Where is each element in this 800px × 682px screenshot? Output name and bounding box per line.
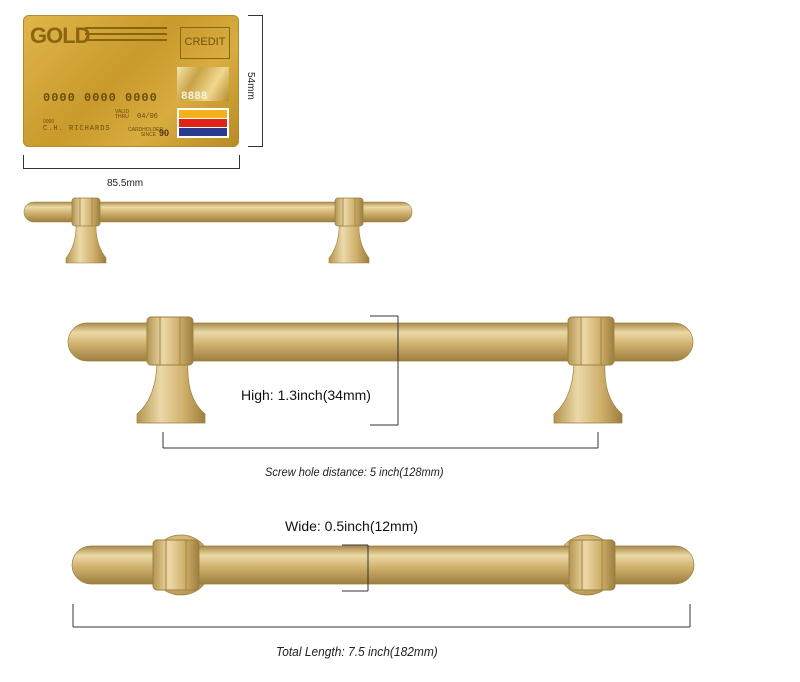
card-flag-logo bbox=[177, 108, 229, 138]
height-bracket bbox=[370, 315, 399, 426]
card-width-bracket-line bbox=[23, 168, 240, 169]
top-handle-clamp-right bbox=[568, 539, 616, 591]
card-type-label: CREDIT bbox=[180, 27, 230, 59]
total-length-label: Total Length: 7.5 inch(182mm) bbox=[276, 644, 438, 659]
card-width-bracket-left bbox=[23, 155, 24, 169]
side-handle-clamp-right bbox=[567, 316, 615, 366]
total-length-bracket bbox=[72, 604, 691, 628]
small-handle-clamp-left bbox=[71, 197, 101, 227]
side-handle-post-right bbox=[553, 361, 623, 424]
wide-bracket bbox=[342, 544, 369, 592]
wide-label: Wide: 0.5inch(12mm) bbox=[285, 518, 419, 534]
card-width-bracket-right bbox=[239, 155, 240, 169]
flag-stripe-yellow bbox=[179, 110, 227, 118]
card-stripe-lines bbox=[85, 27, 167, 45]
card-height-bracket-bottom bbox=[248, 146, 262, 147]
card-valid-label: VALID THRU bbox=[115, 109, 130, 120]
card-holder-since-label: CARDHOLDER SINCE bbox=[128, 127, 164, 138]
side-view-handle bbox=[67, 316, 694, 424]
card-holder-name: C.H. RICHARDS bbox=[43, 125, 111, 133]
card-height-bracket-top bbox=[248, 15, 262, 16]
card-hologram bbox=[177, 67, 229, 101]
flag-stripe-red bbox=[179, 119, 227, 127]
side-handle-bar bbox=[67, 322, 694, 362]
card-brand-text: GOLD bbox=[30, 23, 91, 48]
card-width-label: 85.5mm bbox=[107, 178, 144, 189]
card-small-id: 0000 bbox=[43, 119, 55, 125]
top-handle-clamp-left bbox=[152, 539, 200, 591]
card-number: 0000 0000 0000 bbox=[43, 91, 158, 105]
card-valid-date: 04/06 bbox=[137, 113, 159, 121]
screw-hole-bracket bbox=[162, 432, 599, 449]
top-view-handle bbox=[71, 534, 695, 596]
side-handle-clamp-left bbox=[146, 316, 194, 366]
small-handle-bar bbox=[23, 201, 413, 223]
flag-stripe-blue bbox=[179, 128, 227, 136]
card-holder-since-year: 90 bbox=[159, 128, 170, 138]
card-code: 8888 bbox=[181, 91, 208, 103]
screw-hole-label: Screw hole distance: 5 inch(128mm) bbox=[265, 465, 444, 479]
side-handle-post-left bbox=[136, 361, 206, 424]
small-handle-clamp-right bbox=[334, 197, 364, 227]
card-height-bracket-line bbox=[262, 15, 263, 147]
credit-card-image: GOLD CREDIT 0000 0000 0000 8888 0000 VAL… bbox=[23, 15, 239, 147]
small-handle-post-left bbox=[65, 221, 107, 264]
small-handle bbox=[23, 197, 413, 264]
height-label: High: 1.3inch(34mm) bbox=[241, 387, 371, 403]
small-handle-post-right bbox=[328, 221, 370, 264]
top-handle-bar bbox=[71, 545, 695, 585]
